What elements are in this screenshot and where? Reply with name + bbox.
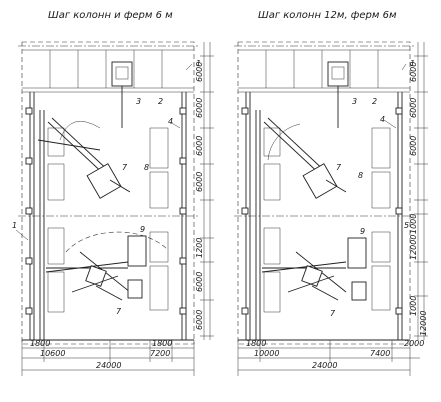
right-hopper [327,61,349,87]
right-crane-upper [263,117,347,199]
left-callout-2: 2 [158,97,163,106]
right-callout-4: 4 [380,115,385,124]
right-dim-bottom-total: 24000 [312,361,337,370]
left-dim-right-2: 6000 [195,98,204,118]
left-crane-cab [127,235,147,267]
right-column-marks [241,107,403,315]
left-dim-right-4: 6000 [195,172,204,192]
right-callout-2: 2 [372,97,377,106]
left-building-outline [21,41,195,345]
right-top-columns [265,50,379,88]
left-dim-bottom-3: 10600 [40,349,65,358]
left-top-columns [49,50,163,88]
right-crane-cab [347,237,367,269]
left-dim-right-6: 6000 [195,272,204,292]
left-callout-9: 9 [140,225,145,234]
right-plan-title: Шаг колонн 12м, ферм 6м [258,10,397,21]
left-dim-bottom-1: 1800 [30,339,50,348]
right-dim-right-3: 6000 [409,136,418,156]
right-dim-right-4: 1000 [409,214,418,234]
left-dim-bottom-4: 7200 [150,349,170,358]
left-callout-8: 8 [144,163,149,172]
right-building-outline [237,41,411,345]
right-plan: Шаг колонн 12м, ферм 6м [234,10,428,376]
left-callout-3: 3 [136,97,141,106]
right-dim-bottom-4: 2000 [404,339,424,348]
right-callout-7b: 7 [330,309,336,318]
left-callout-1: 1 [196,59,201,68]
left-callout-7a: 7 [122,163,128,172]
right-dim-bottom-3: 7400 [370,349,390,358]
right-dim-right-1: 6000 [409,62,418,82]
left-plan: Шаг колонн и ферм 6 м [12,10,214,376]
left-crane-lower [45,231,169,301]
left-dim-right-3: 6000 [195,136,204,156]
right-callout-7a: 7 [336,163,342,172]
right-stack-boxes [263,127,391,313]
left-callout-4: 4 [168,117,173,126]
left-callout-1b: 1 [12,221,17,230]
left-dim-right-7: 6000 [195,310,204,330]
right-dim-bottom-2: 10000 [254,349,279,358]
right-right-dim-ticks [414,55,428,337]
left-hopper [111,61,133,87]
left-plan-title: Шаг колонн и ферм 6 м [48,10,173,21]
left-crane-upper [37,117,131,199]
right-crane-lower [261,237,367,301]
right-dim-right-2: 6000 [409,98,418,118]
left-stack-boxes [47,127,169,313]
right-dim-right-5: 12000 [409,235,418,260]
right-callout-9: 9 [360,227,365,236]
right-dim-bottom-1: 1800 [246,339,266,348]
right-dim-right-7: 12000 [419,311,428,336]
right-callout-5: 5 [404,221,409,230]
right-callout-8: 8 [358,171,363,180]
left-dim-right-5: 1200 [195,238,204,258]
right-callout-3: 3 [352,97,357,106]
left-dim-right-1: 6000 [195,62,204,82]
left-callout-7b: 7 [116,307,122,316]
left-right-dim-ticks [200,55,214,337]
left-dim-bottom-2: 1800 [152,339,172,348]
right-dim-right-6: 1000 [409,296,418,316]
left-column-marks [25,107,187,315]
left-dim-bottom-total: 24000 [96,361,121,370]
right-callout-1: 1 [410,59,415,68]
